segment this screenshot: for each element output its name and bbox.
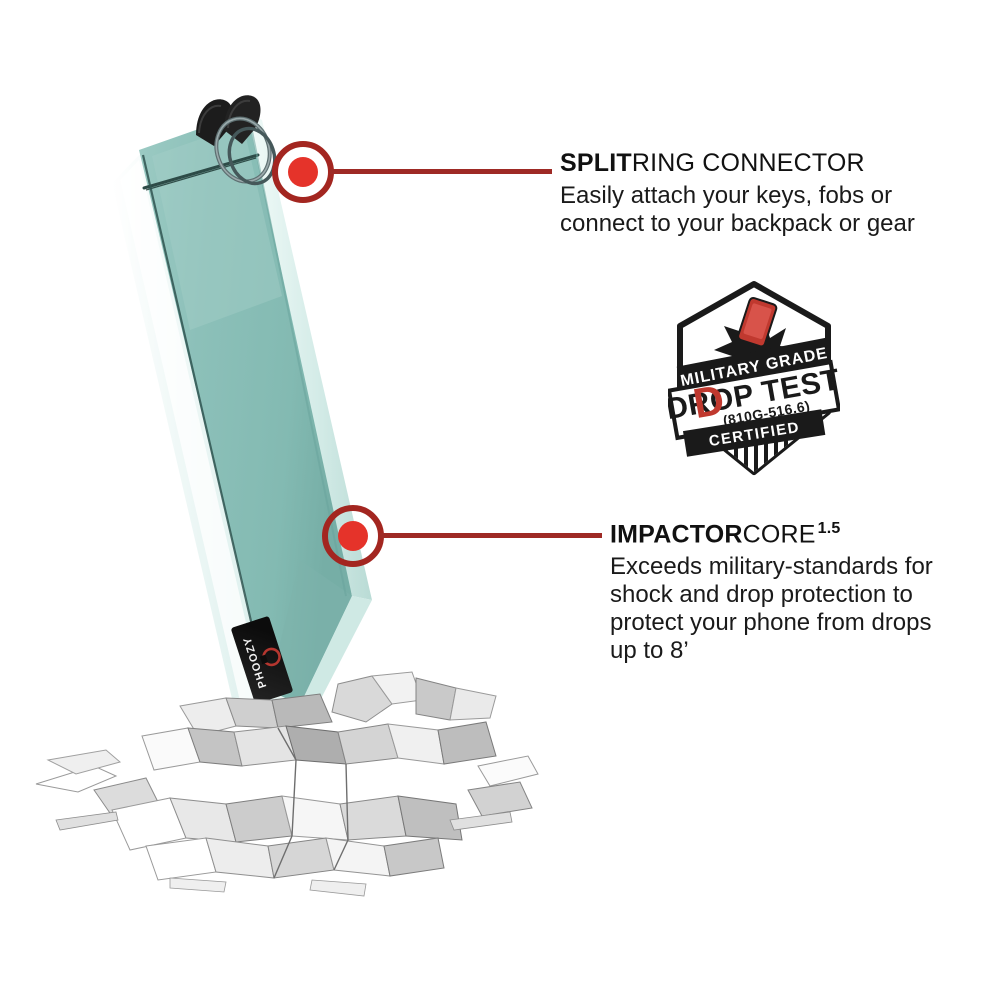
callout-marker-impactor[interactable] [322, 505, 384, 567]
callout-splitring: SPLITRING CONNECTOR Easily attach your k… [560, 148, 992, 238]
callout-body-line: protect your phone from drops [610, 609, 932, 637]
drop-test-certified-badge: MILITARY GRADE DROP TEST (810G-516.6) D … [668, 280, 840, 476]
callout-splitring-body: Easily attach your keys, fobs or connect… [560, 182, 992, 238]
callout-splitring-title: SPLITRING CONNECTOR [560, 148, 992, 178]
lanyard-webbing [196, 95, 261, 146]
sleeve-side-stitch [141, 154, 268, 687]
callout-body-line: Exceeds military-standards for [610, 553, 933, 581]
callout-leader-line-splitring [330, 169, 552, 174]
debris-shards [35, 671, 539, 897]
split-ring-icon [214, 116, 277, 186]
sleeve-left-edge [112, 151, 268, 716]
callout-body-line: Easily attach your keys, fobs or [560, 182, 893, 209]
sleeve-front-face [139, 112, 352, 705]
callout-title-light: CORE [742, 520, 816, 549]
brand-tag-logo-icon [259, 647, 281, 667]
callout-title-strong: IMPACTOR [610, 520, 743, 549]
callout-body-line: shock and drop protection to [610, 581, 913, 609]
callout-title-superscript: 1.5 [817, 520, 841, 537]
callout-title-light: RING CONNECTOR [631, 149, 865, 177]
callout-impactor-body: Exceeds military-standards for shock and… [610, 553, 1000, 665]
callout-leader-line-impactor [380, 533, 602, 538]
callout-title-strong: SPLIT [560, 149, 632, 177]
shattered-ground-debris [20, 670, 540, 920]
sleeve-top-stitch [142, 153, 260, 191]
falling-phone-icon [737, 296, 778, 348]
callout-body-line: connect to your backpack or gear [560, 210, 915, 237]
sleeve-side-panel [247, 112, 372, 716]
callout-marker-core [338, 521, 368, 551]
callout-marker-splitring[interactable] [272, 141, 334, 203]
callout-marker-core [288, 157, 318, 187]
product-illustration: PHOOZY [112, 95, 372, 724]
callout-body-line: up to 8’ [610, 637, 689, 665]
